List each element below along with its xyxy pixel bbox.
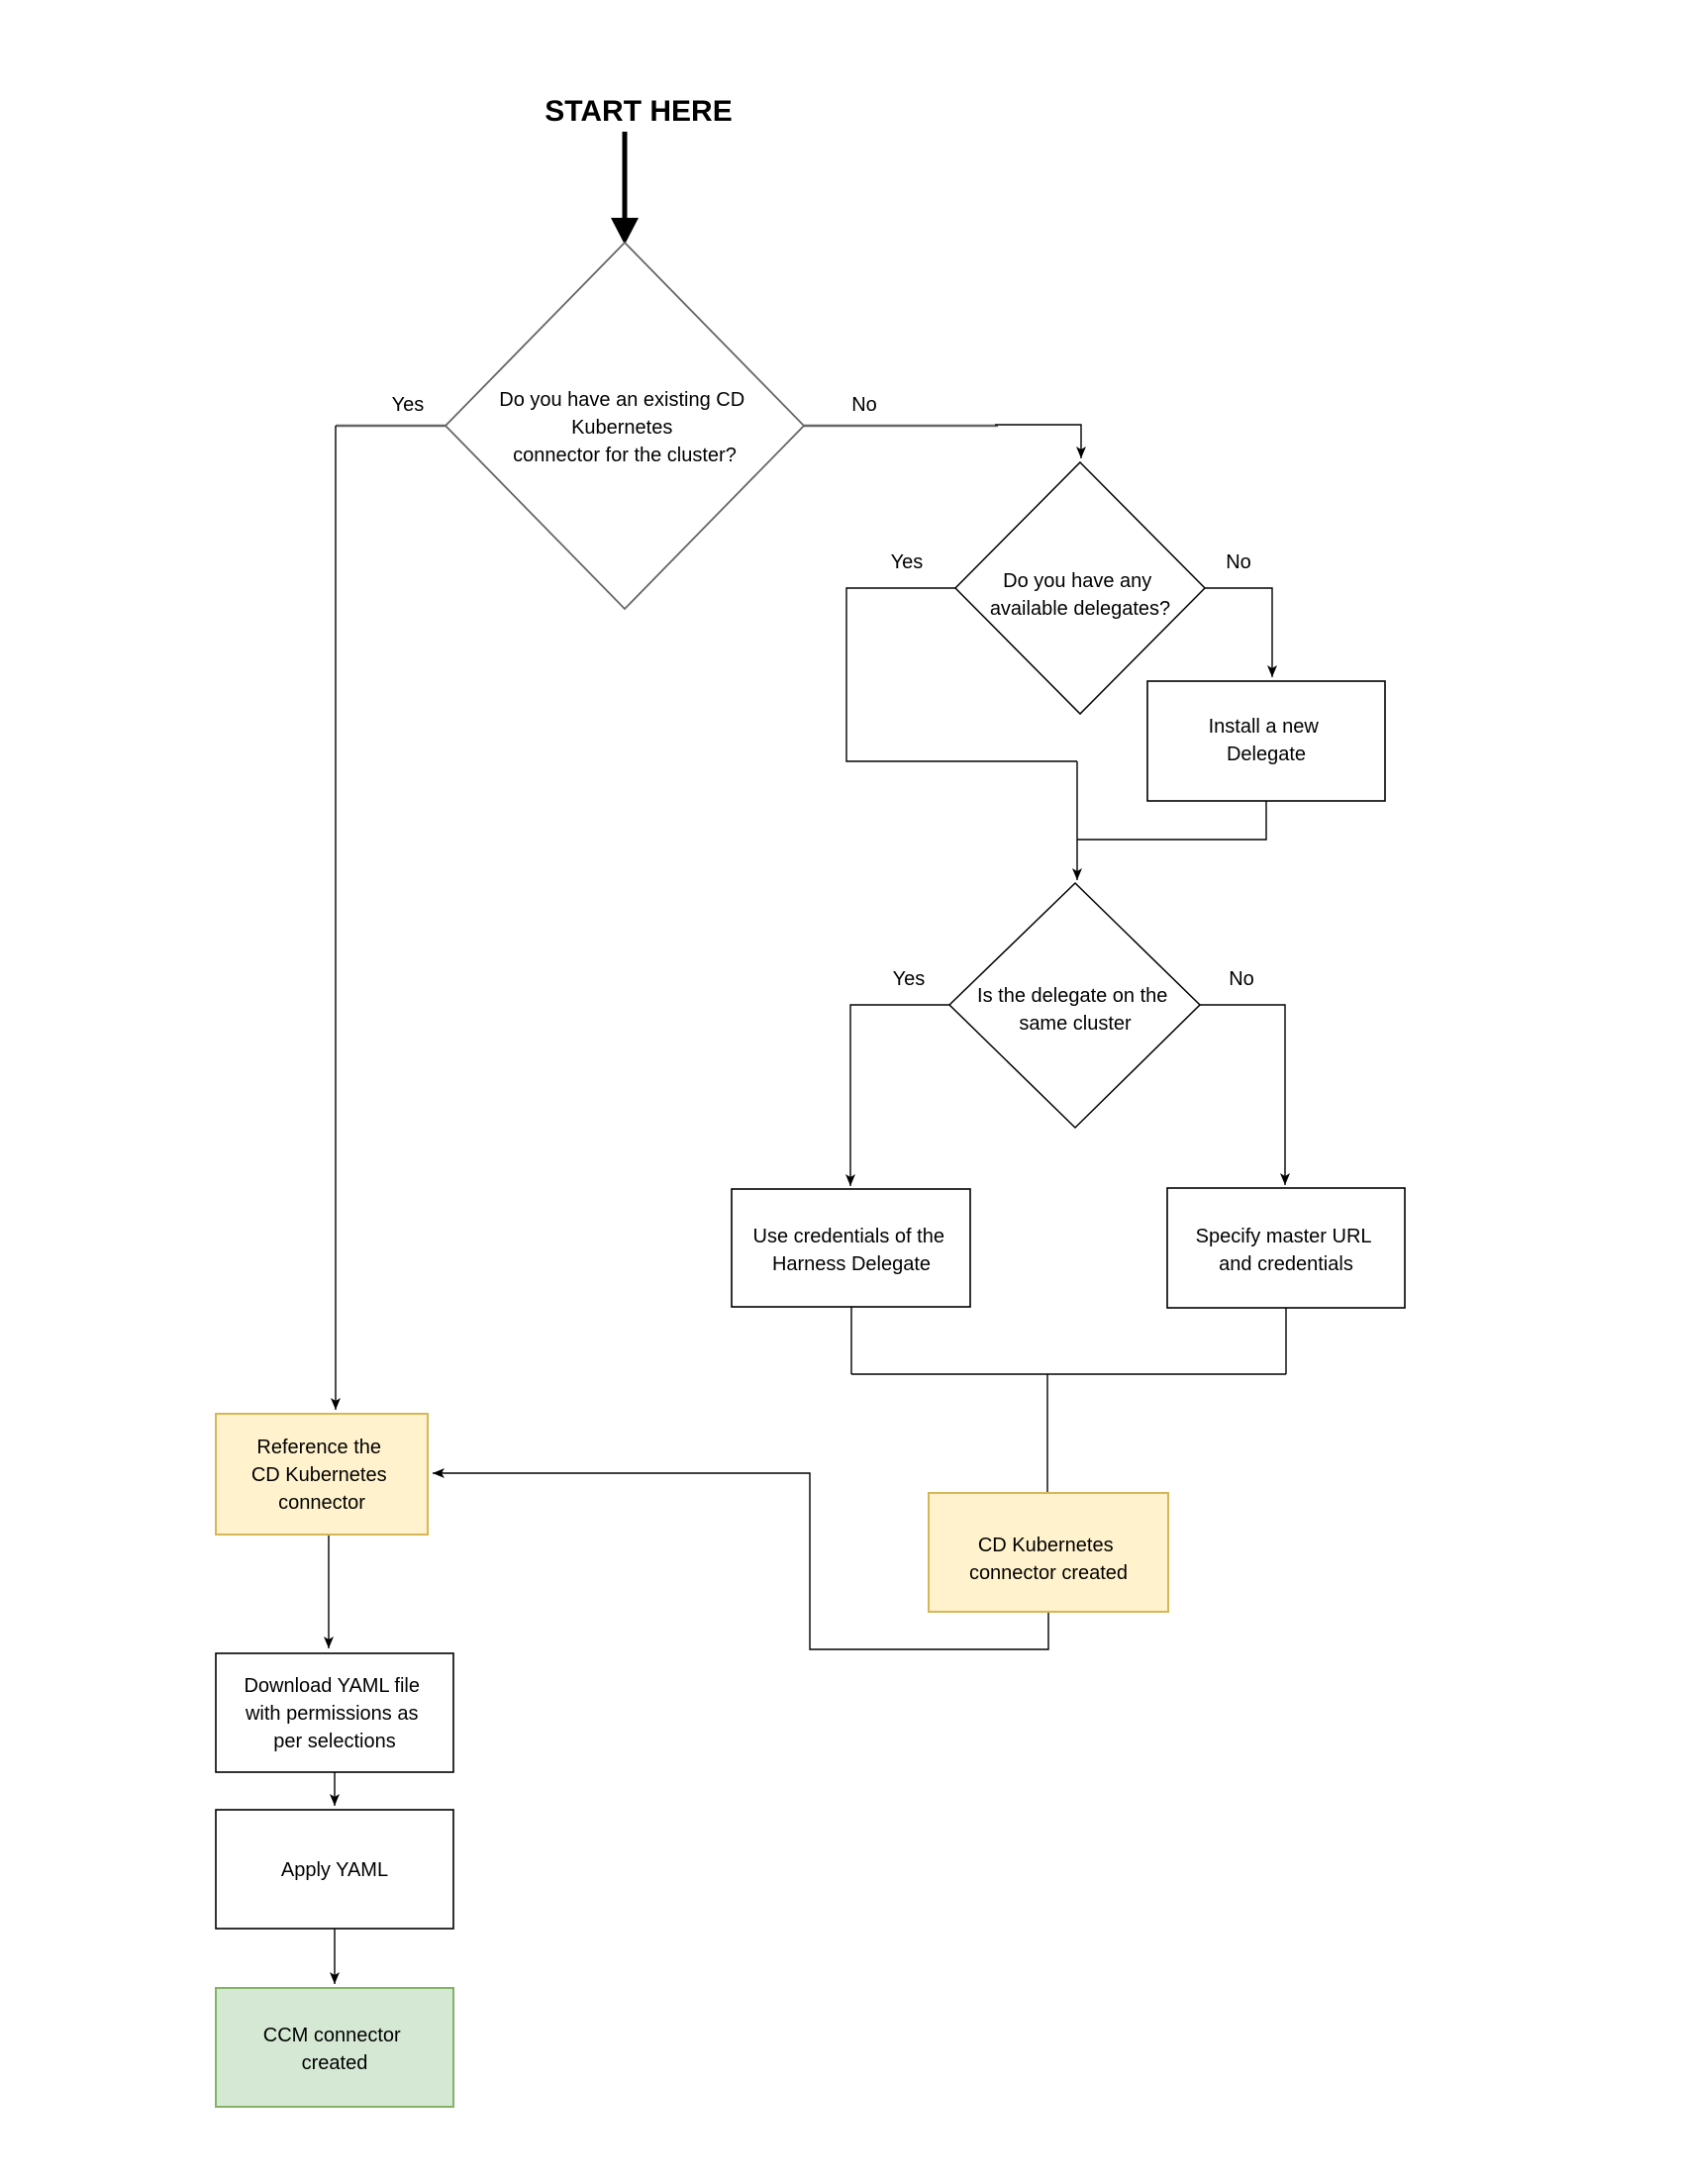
process-install-delegate-label: Install a new Delegate: [1209, 716, 1325, 765]
process-specify-master-url-label: Specify master URL and credentials: [1196, 1226, 1377, 1275]
branch-label-yes-3: Yes: [893, 968, 926, 990]
branch-label-no-2: No: [1226, 551, 1251, 573]
process-reference-connector-label: Reference the CD Kubernetes connector: [251, 1437, 392, 1514]
edge-install-exit: [1077, 801, 1267, 841]
start-arrow-head: [611, 218, 639, 245]
branch-label-no-3: No: [1229, 968, 1254, 990]
process-specify-master-url: [1166, 1187, 1406, 1309]
process-cd-connector-created: [928, 1492, 1169, 1613]
edge-delegates-no: [1205, 587, 1277, 677]
decision-delegate-same-cluster: [947, 881, 1202, 1130]
process-reference-connector: [215, 1413, 429, 1536]
edge-existing-no: [995, 424, 1086, 458]
decision-delegate-same-cluster-label: Is the delegate on the same cluster: [977, 985, 1173, 1035]
process-apply-yaml-label: Apply YAML: [281, 1859, 388, 1881]
decision-existing-connector: [444, 241, 806, 611]
edge-same-cluster-no: [1200, 1004, 1290, 1185]
decision-available-delegates-label: Do you have any available delegates?: [990, 570, 1170, 620]
branch-label-yes-2: Yes: [891, 551, 924, 573]
process-download-yaml: [215, 1652, 454, 1773]
decision-available-delegates: [953, 460, 1207, 716]
process-download-yaml-label: Download YAML file with permissions as p…: [244, 1675, 425, 1752]
edge-created-to-reference: [433, 1468, 1049, 1650]
process-ccm-connector-created-label: CCM connector created: [263, 2025, 407, 2074]
process-cd-connector-created-label: CD Kubernetes connector created: [969, 1535, 1128, 1584]
start-label: START HERE: [545, 95, 732, 128]
process-apply-yaml: [215, 1809, 454, 1930]
process-use-credentials-label: Use credentials of the Harness Delegate: [753, 1226, 950, 1275]
process-install-delegate: [1146, 680, 1386, 802]
branch-label-no-1: No: [851, 394, 877, 416]
decision-existing-connector-label: Do you have an existing CD Kubernetes co…: [499, 389, 749, 466]
process-ccm-connector-created: [215, 1987, 454, 2108]
edge-delegates-yes: [845, 587, 1077, 762]
edge-same-cluster-yes: [845, 1004, 949, 1186]
branch-label-yes-1: Yes: [392, 394, 425, 416]
process-use-credentials: [731, 1188, 971, 1308]
